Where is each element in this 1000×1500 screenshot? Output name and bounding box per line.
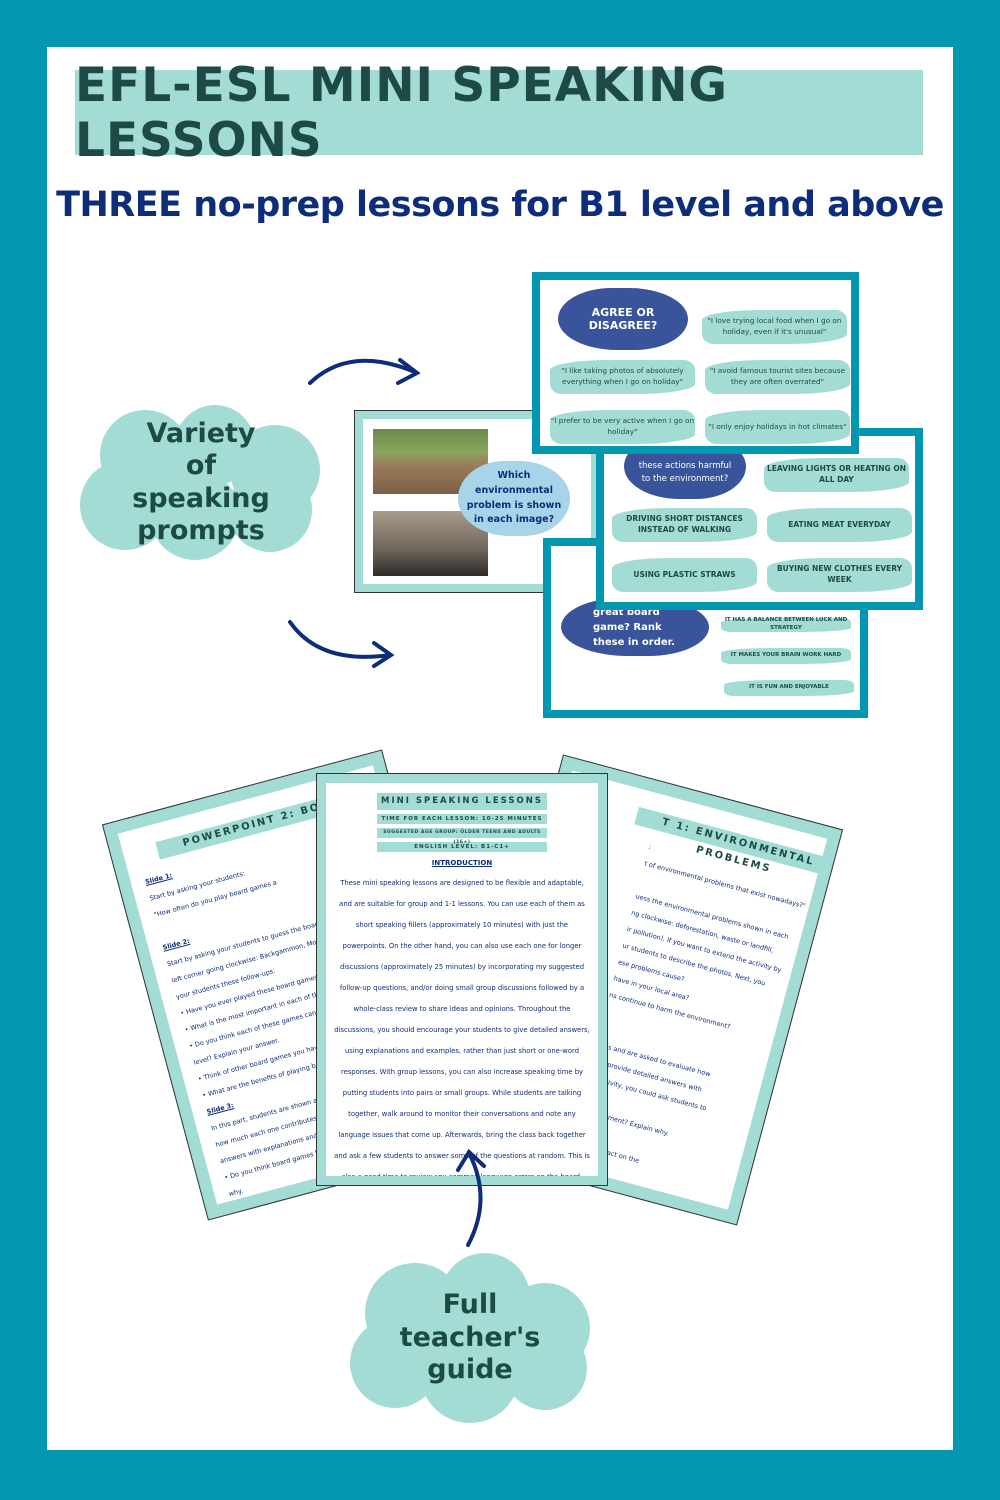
- agree-item: "I prefer to be very active when I go on…: [550, 410, 695, 444]
- cloud-shape-icon: [80, 405, 320, 560]
- guide-info-bar: TIME FOR EACH LESSON: 10-25 MINUTES: [377, 814, 547, 824]
- title-banner: EFL-ESL MINI SPEAKING LESSONS: [75, 58, 923, 168]
- cloud-shape-icon: [350, 1253, 590, 1423]
- doc-teacher-guide: MINI SPEAKING LESSONS TIME FOR EACH LESS…: [316, 773, 608, 1186]
- agree-item: "I avoid famous tourist sites because th…: [705, 360, 850, 394]
- agree-item: "I love trying local food when I go on h…: [702, 310, 847, 344]
- subtitle: THREE no-prep lessons for B1 level and a…: [56, 185, 944, 225]
- action-item: Buying new clothes every week: [767, 558, 912, 592]
- page-title: EFL-ESL MINI SPEAKING LESSONS: [75, 57, 728, 168]
- guide-heading: MINI SPEAKING LESSONS: [377, 793, 547, 810]
- agree-heading-cloud: AGREE OR DISAGREE?: [558, 288, 688, 350]
- guide-cloud: Full teacher's guide: [345, 1248, 595, 1428]
- intro-heading: INTRODUCTION: [431, 859, 493, 867]
- action-item: Leaving lights or heating on all day: [764, 458, 909, 492]
- arrowhead-top-icon: [396, 358, 421, 385]
- action-item: Driving short distances instead of walki…: [612, 508, 757, 542]
- board-item: It is fun and enjoyable: [724, 680, 854, 696]
- action-item: Eating meat everyday: [767, 508, 912, 542]
- arrow-up-icon: [466, 1153, 483, 1247]
- arrow-bottom-icon: [288, 620, 392, 659]
- slide-agree-disagree: AGREE OR DISAGREE? "I love trying local …: [532, 272, 859, 454]
- action-item: Using plastic straws: [612, 558, 757, 592]
- arrowhead-up-icon: [456, 1148, 486, 1172]
- agree-item: "I like taking photos of absolutely ever…: [550, 360, 695, 394]
- agree-item: "I only enjoy holidays in hot climates": [705, 410, 850, 444]
- guide-callout-text: Full teacher's guide: [399, 1289, 541, 1386]
- board-item: It has a balance between luck and strate…: [721, 617, 851, 632]
- arrow-top-icon: [308, 358, 417, 385]
- arrowhead-bottom-icon: [372, 641, 395, 668]
- environment-question-cloud: Which environmental problem is shown in …: [458, 461, 570, 536]
- board-item: It makes your brain work hard: [721, 648, 851, 664]
- intro-text: These mini speaking lessons are designed…: [334, 879, 590, 1176]
- guide-info-bar: ENGLISH LEVEL: B1-C1+: [377, 842, 547, 852]
- prompts-cloud: Variety of speaking prompts: [75, 405, 327, 560]
- prompts-callout-text: Variety of speaking prompts: [132, 417, 270, 546]
